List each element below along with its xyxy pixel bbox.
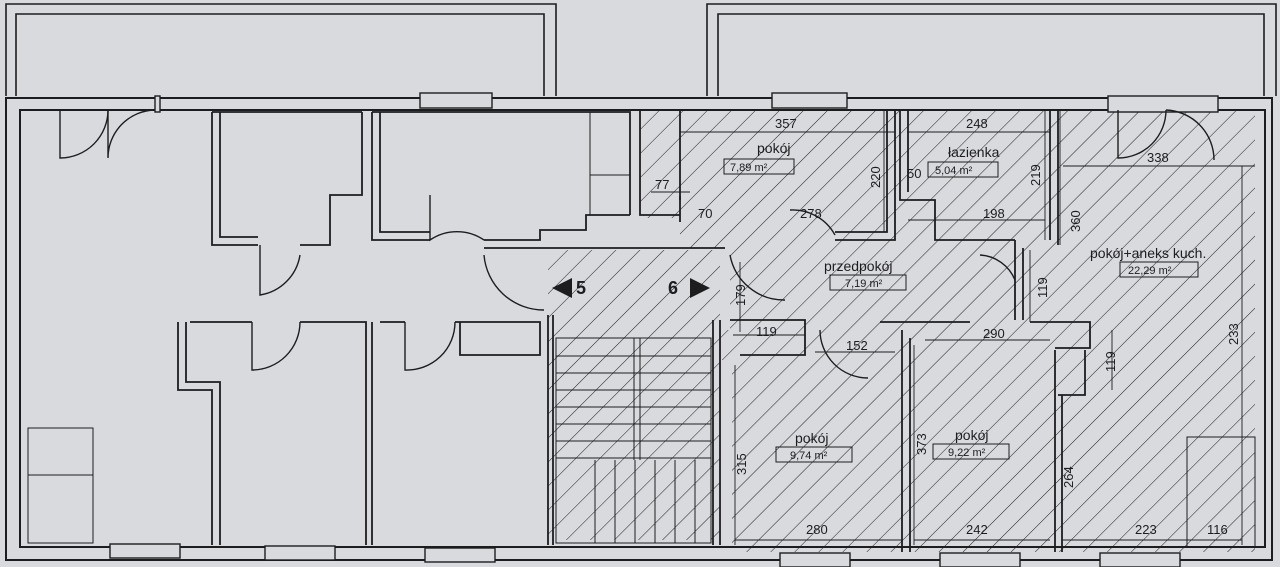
room-pokoj-top: pokój 7,89 m² [723,140,795,175]
room-area: 9,74 m² [790,450,828,462]
room-name: pokój [955,427,988,443]
room-labels: pokój 7,89 m² łazienka 5,04 m² przedpokó… [723,140,1206,463]
section-marks: 5 6 [552,278,710,298]
dim-77: 77 [655,177,669,192]
room-przedpokoj: przedpokój 7,19 m² [824,258,907,291]
dim-278: 278 [800,206,822,221]
dim-50: 50 [907,166,921,181]
section-arrow-right-icon [690,278,710,298]
room-pokoj-right: pokój 9,22 m² [932,427,1010,460]
dim-198: 198 [983,206,1005,221]
room-area: 7,89 m² [730,162,768,174]
room-name: łazienka [948,144,1000,160]
windows [109,92,1219,567]
room-name: pokój [757,140,790,156]
room-name: pokój+aneks kuch. [1090,245,1206,261]
dim-248: 248 [966,116,988,131]
dim-70: 70 [698,206,712,221]
room-area: 7,19 m² [845,278,883,290]
dim-119a: 119 [756,324,777,339]
dim-119b: 119 [1035,277,1050,298]
room-area: 22,29 m² [1128,265,1172,277]
dim-264: 264 [1061,466,1076,488]
dim-223: 223 [1135,522,1157,537]
doors [59,109,1215,379]
dim-179: 179 [733,284,748,306]
dim-290: 290 [983,326,1005,341]
outer-walls [5,97,1273,561]
section-mark-5: 5 [576,278,586,298]
dim-220: 220 [868,166,883,188]
fixtures [27,112,1256,548]
room-name: przedpokój [824,258,893,274]
dimension-labels: 357 248 338 220 219 360 77 70 278 50 198… [655,116,1241,537]
dim-152: 152 [846,338,868,353]
dim-315: 315 [734,453,749,475]
room-lazienka: łazienka 5,04 m² [927,144,1000,178]
dim-373: 373 [914,433,929,455]
room-pokoj-left: pokój 9,74 m² [775,430,853,463]
dim-242: 242 [966,522,988,537]
room-area: 5,04 m² [935,165,973,177]
dim-280: 280 [806,522,828,537]
dim-357: 357 [775,116,797,131]
room-pokoj-aneks: pokój+aneks kuch. 22,29 m² [1090,245,1206,278]
balconies [5,3,1277,96]
section-arrow-left-icon [552,278,572,298]
dim-338: 338 [1147,150,1169,165]
staircase [555,337,712,544]
room-area: 9,22 m² [948,447,986,459]
dim-233: 233 [1226,323,1241,345]
room-name: pokój [795,430,828,446]
section-mark-6: 6 [668,278,678,298]
dim-119c: 119 [1103,351,1118,372]
dim-360: 360 [1068,210,1083,232]
dim-116: 116 [1207,522,1228,537]
dim-219: 219 [1028,164,1043,186]
dimension-lines [651,110,1255,545]
